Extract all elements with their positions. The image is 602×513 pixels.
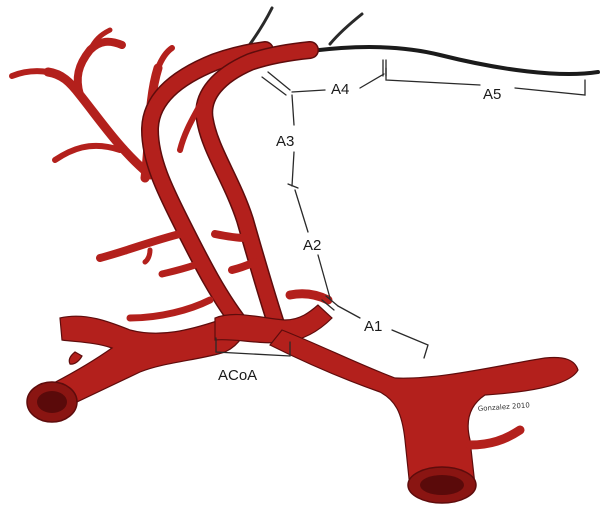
label-a3: A3 (276, 133, 294, 150)
label-a2: A2 (303, 237, 321, 254)
artist-signature: Gonzalez 2010 (478, 401, 531, 413)
label-a1: A1 (364, 318, 382, 335)
label-a4: A4 (331, 81, 349, 98)
distal-branches (238, 8, 598, 74)
aca-trunks (150, 50, 310, 330)
label-a5: A5 (483, 86, 501, 103)
label-acoa: ACoA (218, 367, 257, 384)
